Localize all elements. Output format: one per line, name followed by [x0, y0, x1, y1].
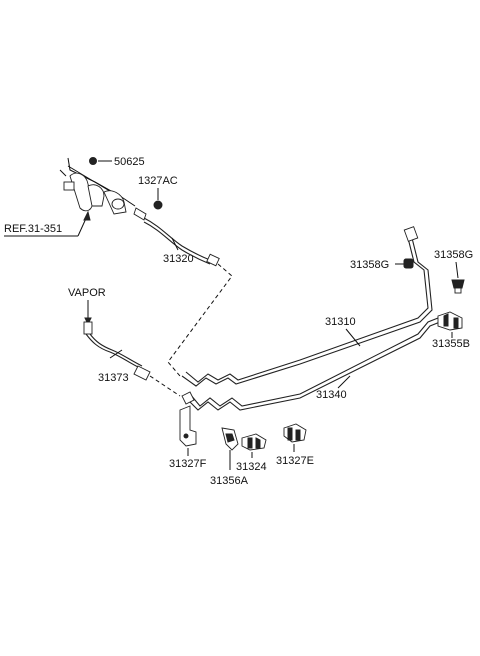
label-31340: 31340 [316, 389, 347, 401]
label-50625: 50625 [114, 156, 145, 168]
label-31355B: 31355B [432, 338, 470, 350]
dashed-connector-upper [167, 263, 233, 377]
leader-31310 [345, 328, 361, 347]
filler-neck-assembly [59, 157, 136, 215]
label-31324: 31324 [236, 461, 267, 473]
label-31310: 31310 [325, 316, 356, 328]
label-ref-31-351: REF.31-351 [4, 223, 62, 235]
vapor-arrow-icon [84, 317, 92, 326]
grommet-31358G-left-icon [403, 258, 414, 269]
label-31327E: 31327E [276, 455, 314, 467]
clip-31324-icon [241, 433, 267, 451]
ref-arrow-icon [83, 210, 91, 221]
label-1327AC: 1327AC [138, 175, 178, 187]
label-31358G-right: 31358G [434, 249, 473, 261]
label-31356A: 31356A [210, 475, 249, 487]
label-31327F: 31327F [169, 458, 207, 470]
bracket-31327F-icon [179, 405, 197, 447]
dashed-connector-lower [149, 375, 181, 397]
leader-31320 [171, 237, 179, 251]
label-vapor: VAPOR [68, 287, 106, 299]
nut-50625-icon [89, 157, 97, 165]
clip-31356A-icon [221, 427, 239, 470]
clip-31327E-icon [283, 423, 307, 443]
clip-1327AC-icon [153, 200, 163, 210]
tube-31310 [181, 226, 433, 387]
clamp-31355B-icon [437, 311, 463, 331]
label-31320: 31320 [163, 253, 194, 265]
leader-31373 [109, 349, 123, 359]
tube-31320 [133, 207, 220, 267]
grommet-31358G-right-icon [451, 279, 465, 294]
leader-31358G-right [455, 261, 459, 279]
leader-31340 [337, 375, 351, 389]
label-31358G-left: 31358G [350, 259, 389, 271]
tube-31340 [181, 317, 441, 411]
tube-31373 [83, 321, 151, 381]
label-31373: 31373 [98, 372, 129, 384]
